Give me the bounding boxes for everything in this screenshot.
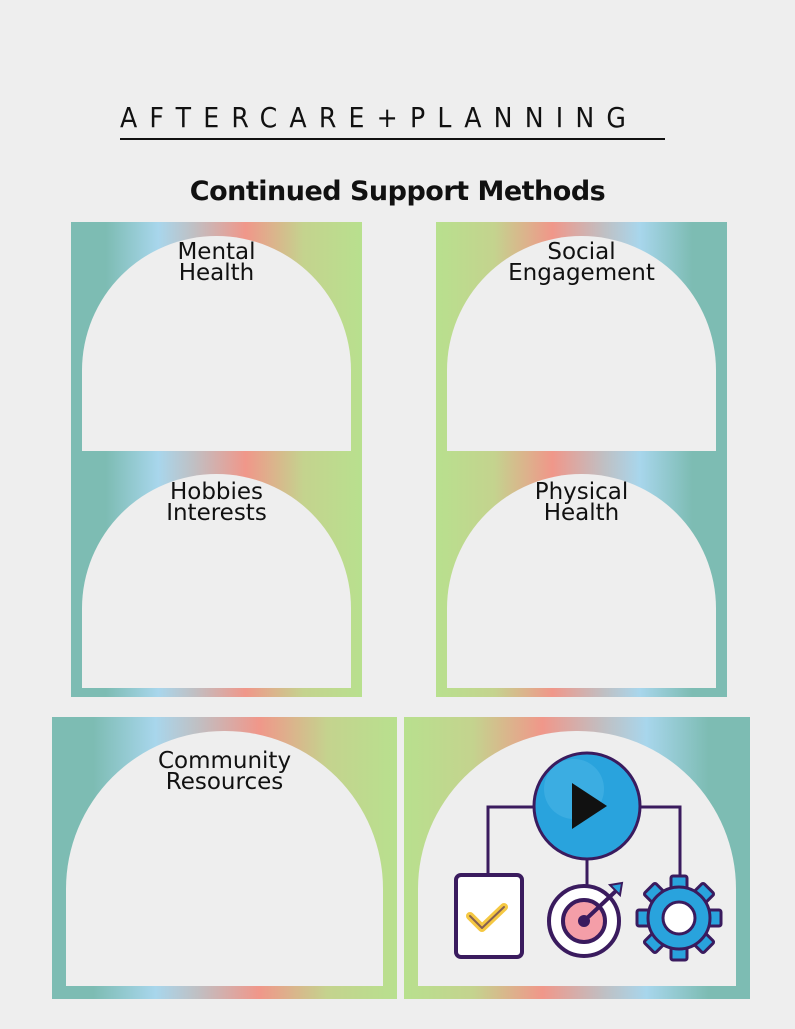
gear-icon — [635, 874, 723, 962]
panel-community-resources: Community Resources — [52, 717, 397, 999]
panel-hobbies-interests: Hobbies Interests — [71, 460, 362, 697]
workflow-illustration — [454, 751, 723, 962]
panel-label: Social Engagement — [508, 239, 655, 286]
target-icon — [547, 881, 624, 958]
page-title: AFTERCARE+PLANNING — [120, 98, 665, 140]
panel-illustration — [404, 717, 750, 999]
panel-label: Mental Health — [177, 239, 256, 286]
checklist-icon — [454, 873, 524, 959]
play-icon — [532, 751, 642, 861]
page-subtitle: Continued Support Methods — [189, 176, 606, 207]
panel-label: Physical Health — [534, 479, 629, 526]
panel-label: Community Resources — [157, 748, 292, 795]
panel-label: Hobbies Interests — [166, 479, 267, 526]
panel-physical-health: Physical Health — [436, 460, 727, 697]
panel-social-engagement: Social Engagement — [436, 222, 727, 460]
panel-mental-health: Mental Health — [71, 222, 362, 460]
